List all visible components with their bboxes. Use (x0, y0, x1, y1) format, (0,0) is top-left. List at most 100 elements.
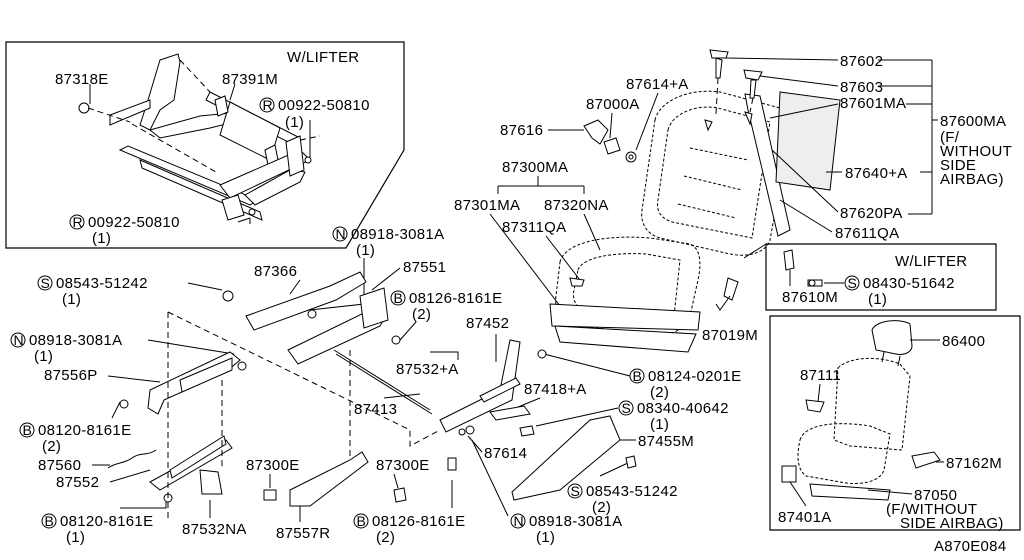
qty-08918-3081A-b: (1) (34, 348, 53, 365)
svg-text:S: S (41, 275, 51, 291)
label-87552: 87552 (56, 474, 99, 491)
lifter-mechanism-drawing (78, 53, 312, 221)
note2-f-without: (F/WITHOUT (886, 501, 977, 518)
label-87614-A: 87614+A (626, 76, 689, 93)
svg-text:B: B (23, 422, 33, 438)
label-87556P: 87556P (44, 367, 98, 384)
svg-text:B: B (357, 513, 367, 529)
qty-08120-8161E-a: (2) (42, 438, 61, 455)
seat-assembly-inset-frame (769, 315, 1021, 531)
s-badge-icon: S (844, 275, 860, 291)
label-08120-8161E-a: 08120-8161E (38, 422, 131, 439)
label-08543-51242-b: 08543-51242 (586, 483, 678, 500)
seat-assembly-drawing (781, 320, 941, 501)
label-87600MA: 87600MA (940, 113, 1006, 130)
label-87614: 87614 (484, 445, 527, 462)
label-87603: 87603 (840, 79, 883, 96)
label-00922-50810-a: 00922-50810 (278, 97, 370, 114)
label-87551: 87551 (403, 259, 446, 276)
qty-08340-40642: (1) (650, 416, 669, 433)
label-08120-8161E-b: 08120-8161E (60, 513, 153, 530)
note-f: (F/ (940, 129, 960, 146)
svg-text:S: S (622, 400, 632, 416)
label-87320NA: 87320NA (544, 197, 609, 214)
label-87455M: 87455M (638, 433, 694, 450)
label-08340-40642: 08340-40642 (637, 400, 729, 417)
label-87300E-b: 87300E (376, 457, 430, 474)
label-08126-8161E-a: 08126-8161E (409, 290, 502, 307)
note-airbag: AIRBAG) (940, 171, 1004, 188)
svg-text:R: R (263, 97, 273, 113)
seat-back-parts (583, 119, 637, 163)
n-badge-icon: N (10, 332, 26, 348)
label-87640-A: 87640+A (845, 165, 908, 182)
qty-08543-51242-a: (1) (62, 291, 81, 308)
svg-text:S: S (571, 483, 581, 499)
label-87602: 87602 (840, 53, 883, 70)
lifter-inset-small-frame (765, 243, 997, 311)
b-badge-icon: B (41, 513, 57, 529)
label-08918-3081A-b: 08918-3081A (29, 332, 122, 349)
label-08126-8161E-b: 08126-8161E (372, 513, 465, 530)
label-87366: 87366 (254, 263, 297, 280)
label-08918-3081A-a: 08918-3081A (351, 226, 444, 243)
label-87318E: 87318E (55, 71, 109, 88)
label-08918-3081A-c: 08918-3081A (529, 513, 622, 530)
label-87616: 87616 (500, 122, 543, 139)
label-87300MA: 87300MA (502, 159, 568, 176)
label-08124-0201E: 08124-0201E (648, 368, 741, 385)
drawing-code: A870E084 (934, 538, 1006, 555)
label-87000A: 87000A (586, 96, 640, 113)
qty-08430-51642: (1) (868, 291, 887, 308)
svg-text:N: N (14, 332, 24, 348)
label-87611QA: 87611QA (835, 225, 899, 242)
svg-text:B: B (394, 290, 404, 306)
lifter-bracket-parts (715, 249, 823, 311)
s-badge-icon: S (567, 483, 583, 499)
svg-text:R: R (73, 214, 83, 230)
qty-08918-3081A-c: (1) (536, 529, 555, 546)
r-badge-icon: R (259, 97, 275, 113)
label-87557R: 87557R (276, 525, 330, 542)
lifter-inset-small-title: W/LIFTER (895, 253, 967, 270)
label-00922-50810-b: 00922-50810 (88, 214, 180, 231)
label-87401A: 87401A (778, 509, 832, 526)
label-87311QA: 87311QA (502, 219, 566, 236)
qty-00922-50810-b: (1) (92, 230, 111, 247)
label-87532-A: 87532+A (396, 361, 459, 378)
svg-text:B: B (633, 368, 643, 384)
svg-text:N: N (336, 226, 346, 242)
n-badge-icon: N (332, 226, 348, 242)
label-87050: 87050 (914, 487, 957, 504)
qty-08126-8161E-a: (2) (412, 306, 431, 323)
qty-08120-8161E-b: (1) (66, 529, 85, 546)
label-87560: 87560 (38, 457, 81, 474)
svg-text:N: N (514, 513, 524, 529)
lifter-inset-title: W/LIFTER (287, 49, 359, 66)
note-side: SIDE (940, 157, 976, 174)
label-87418-A: 87418+A (524, 381, 587, 398)
label-87620PA: 87620PA (840, 205, 903, 222)
qty-08126-8161E-b: (2) (376, 529, 395, 546)
s-badge-icon: S (37, 275, 53, 291)
qty-00922-50810-a: (1) (285, 114, 304, 131)
label-08543-51242-a: 08543-51242 (56, 275, 148, 292)
label-87019M: 87019M (702, 327, 758, 344)
seat-track-drawing (107, 271, 637, 507)
qty-08124-0201E: (2) (650, 384, 669, 401)
label-87301MA: 87301MA (454, 197, 520, 214)
qty-08543-51242-b: (2) (592, 499, 611, 516)
note2-side-airbag: SIDE AIRBAG) (900, 515, 1004, 532)
label-87452: 87452 (466, 315, 509, 332)
svg-text:B: B (45, 513, 55, 529)
lifter-inset-frame (5, 41, 405, 249)
seat-cushion-drawing (549, 236, 701, 353)
label-87532NA: 87532NA (182, 521, 247, 538)
label-87391M: 87391M (222, 71, 278, 88)
b-badge-icon: B (19, 422, 35, 438)
b-badge-icon: B (390, 290, 406, 306)
label-87162M: 87162M (946, 455, 1002, 472)
seat-back-drawing (641, 49, 841, 256)
